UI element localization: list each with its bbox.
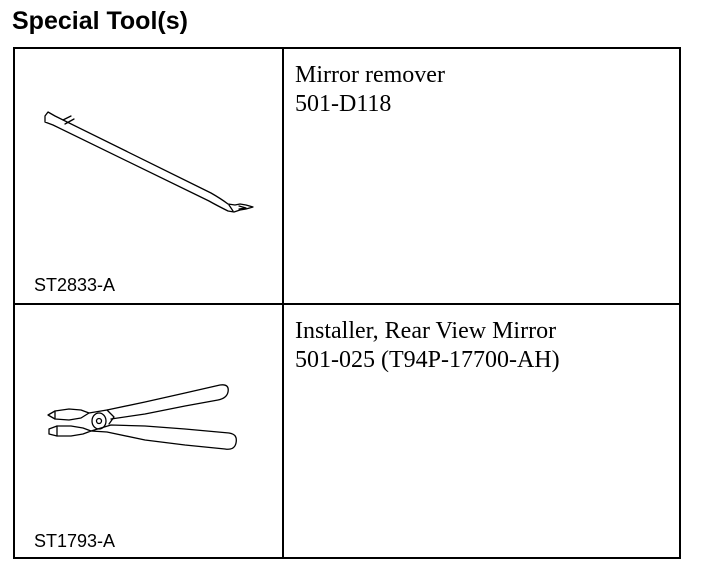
pry-tool-icon (44, 111, 254, 213)
illustration-code: ST2833-A (34, 275, 116, 295)
tool-info-cell: Mirror remover 501-D118 (284, 49, 679, 303)
tool-illustration-cell: ST1793-A (15, 305, 282, 559)
tool-row: ST2833-A Mirror remover 501-D118 (15, 49, 679, 303)
illustration-code: ST1793-A (34, 531, 116, 551)
tool-name: Mirror remover (295, 62, 445, 88)
tool-number: 501-025 (T94P-17700-AH) (295, 347, 560, 373)
tool-row: ST1793-A Installer, Rear View Mirror 501… (15, 305, 679, 559)
row-divider (15, 303, 679, 305)
special-tools-table: ST2833-A Mirror remover 501-D118 (13, 47, 681, 559)
column-divider (282, 49, 284, 557)
tool-number: 501-D118 (295, 91, 392, 117)
page-title: Special Tool(s) (12, 7, 188, 35)
pliers-icon (47, 384, 237, 450)
tool-name: Installer, Rear View Mirror (295, 318, 557, 344)
tool-info-cell: Installer, Rear View Mirror 501-025 (T94… (284, 305, 679, 559)
tool-illustration-cell: ST2833-A (15, 49, 282, 303)
